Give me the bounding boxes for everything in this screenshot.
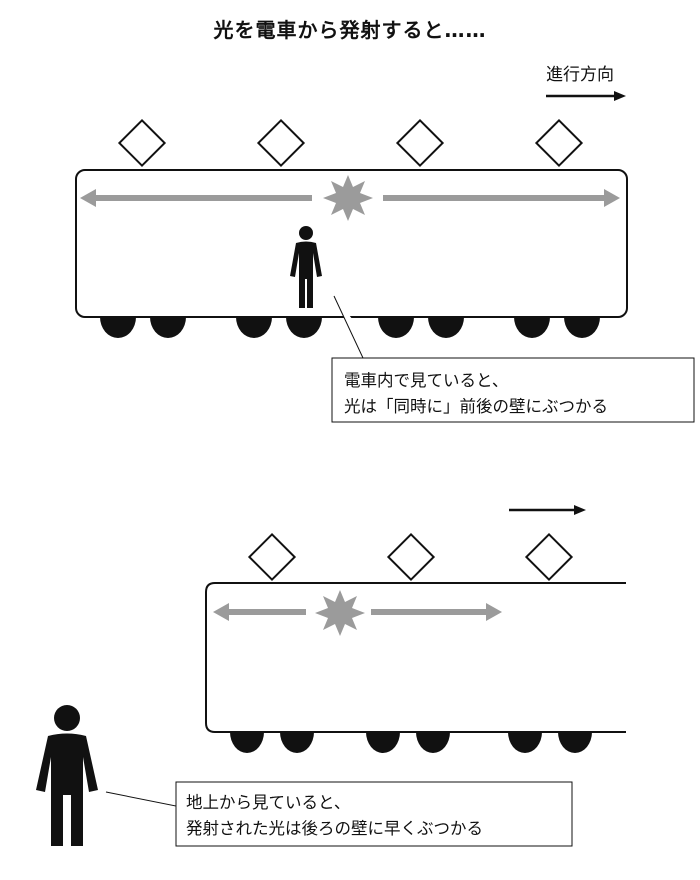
light-flash-icon (323, 175, 373, 221)
train-car-body (75, 169, 628, 318)
light-arrow-left-bottom (213, 603, 306, 621)
light-flash-icon (315, 590, 365, 636)
callout-bottom-text: 地上から見ていると、 発射された光は後ろの壁に早くぶつかる (186, 790, 483, 842)
callout-bottom-line2: 発射された光は後ろの壁に早くぶつかる (186, 819, 483, 838)
direction-arrow-bottom (509, 505, 586, 515)
callout-bottom-line1: 地上から見ていると、 (186, 793, 351, 812)
person-on-ground-icon (36, 705, 98, 846)
pantograph-diamonds (247, 532, 574, 582)
pantograph-diamonds (117, 118, 584, 168)
diagram-title: 光を電車から発射すると…… (213, 18, 487, 42)
callout-bottom-pointer (105, 791, 177, 818)
wheels (100, 317, 600, 338)
wheels (230, 732, 592, 753)
callout-top-line2: 光は「同時に」前後の壁にぶつかる (344, 397, 608, 416)
light-arrow-right-top (383, 189, 620, 207)
callout-bottom-box (175, 781, 573, 847)
callout-top-box (331, 357, 695, 423)
callout-top-text: 電車内で見ていると、 光は「同時に」前後の壁にぶつかる (344, 368, 608, 420)
direction-label: 進行方向 (546, 65, 614, 85)
train-bottom (205, 532, 626, 753)
light-arrow-left-top (80, 189, 312, 207)
light-arrow-right-bottom (371, 603, 502, 621)
callout-top-line1: 電車内で見ていると、 (344, 371, 509, 390)
direction-arrow-top (546, 91, 626, 101)
train-car-body (205, 582, 626, 733)
person-in-train-icon (290, 226, 322, 308)
train-top (75, 118, 628, 338)
